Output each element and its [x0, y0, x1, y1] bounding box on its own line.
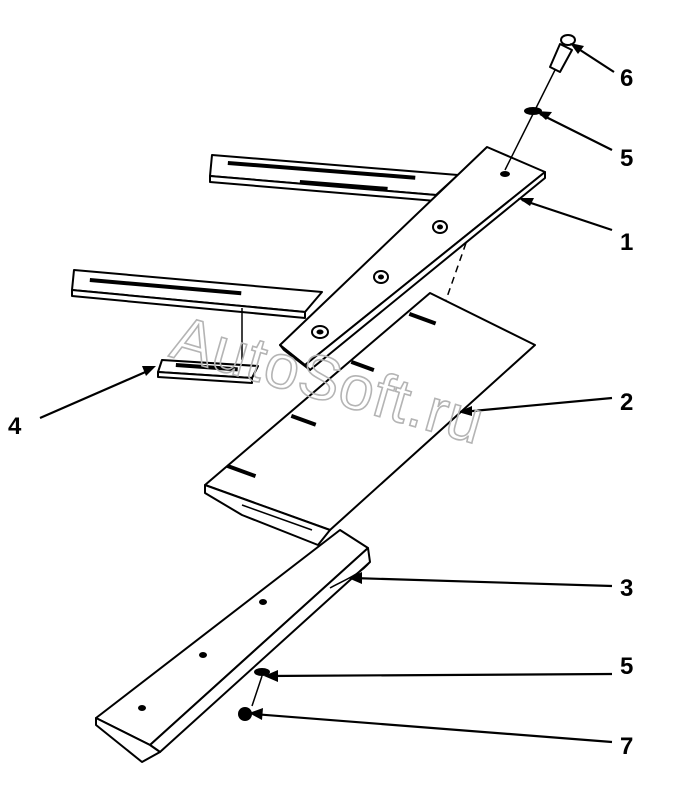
callout-label-7: 7: [620, 733, 633, 760]
part-2-blade: [204, 292, 536, 551]
alignment-dashed-line: [445, 242, 467, 301]
callout-label-6: 6: [620, 65, 633, 92]
part-7-nut: [238, 707, 252, 721]
part-6-bolt: [504, 34, 576, 171]
callout-label-5-lower: 5: [620, 653, 633, 680]
callout-label-5-upper: 5: [620, 145, 633, 172]
callout-label-2: 2: [620, 389, 633, 416]
part-4-strap: [157, 359, 259, 384]
lower-bracket-arm: [71, 269, 323, 360]
callout-label-1: 1: [620, 229, 633, 256]
leader-lines: [39, 43, 615, 744]
part-5-washer-lower: [251, 668, 270, 707]
part-5-washer-upper: [524, 107, 542, 115]
part-3-angle-guard: [95, 529, 371, 763]
upper-bracket-arm: [209, 154, 459, 202]
part-1-holder-plate: [279, 146, 546, 371]
callout-label-3: 3: [620, 575, 633, 602]
callout-label-4: 4: [8, 413, 22, 440]
